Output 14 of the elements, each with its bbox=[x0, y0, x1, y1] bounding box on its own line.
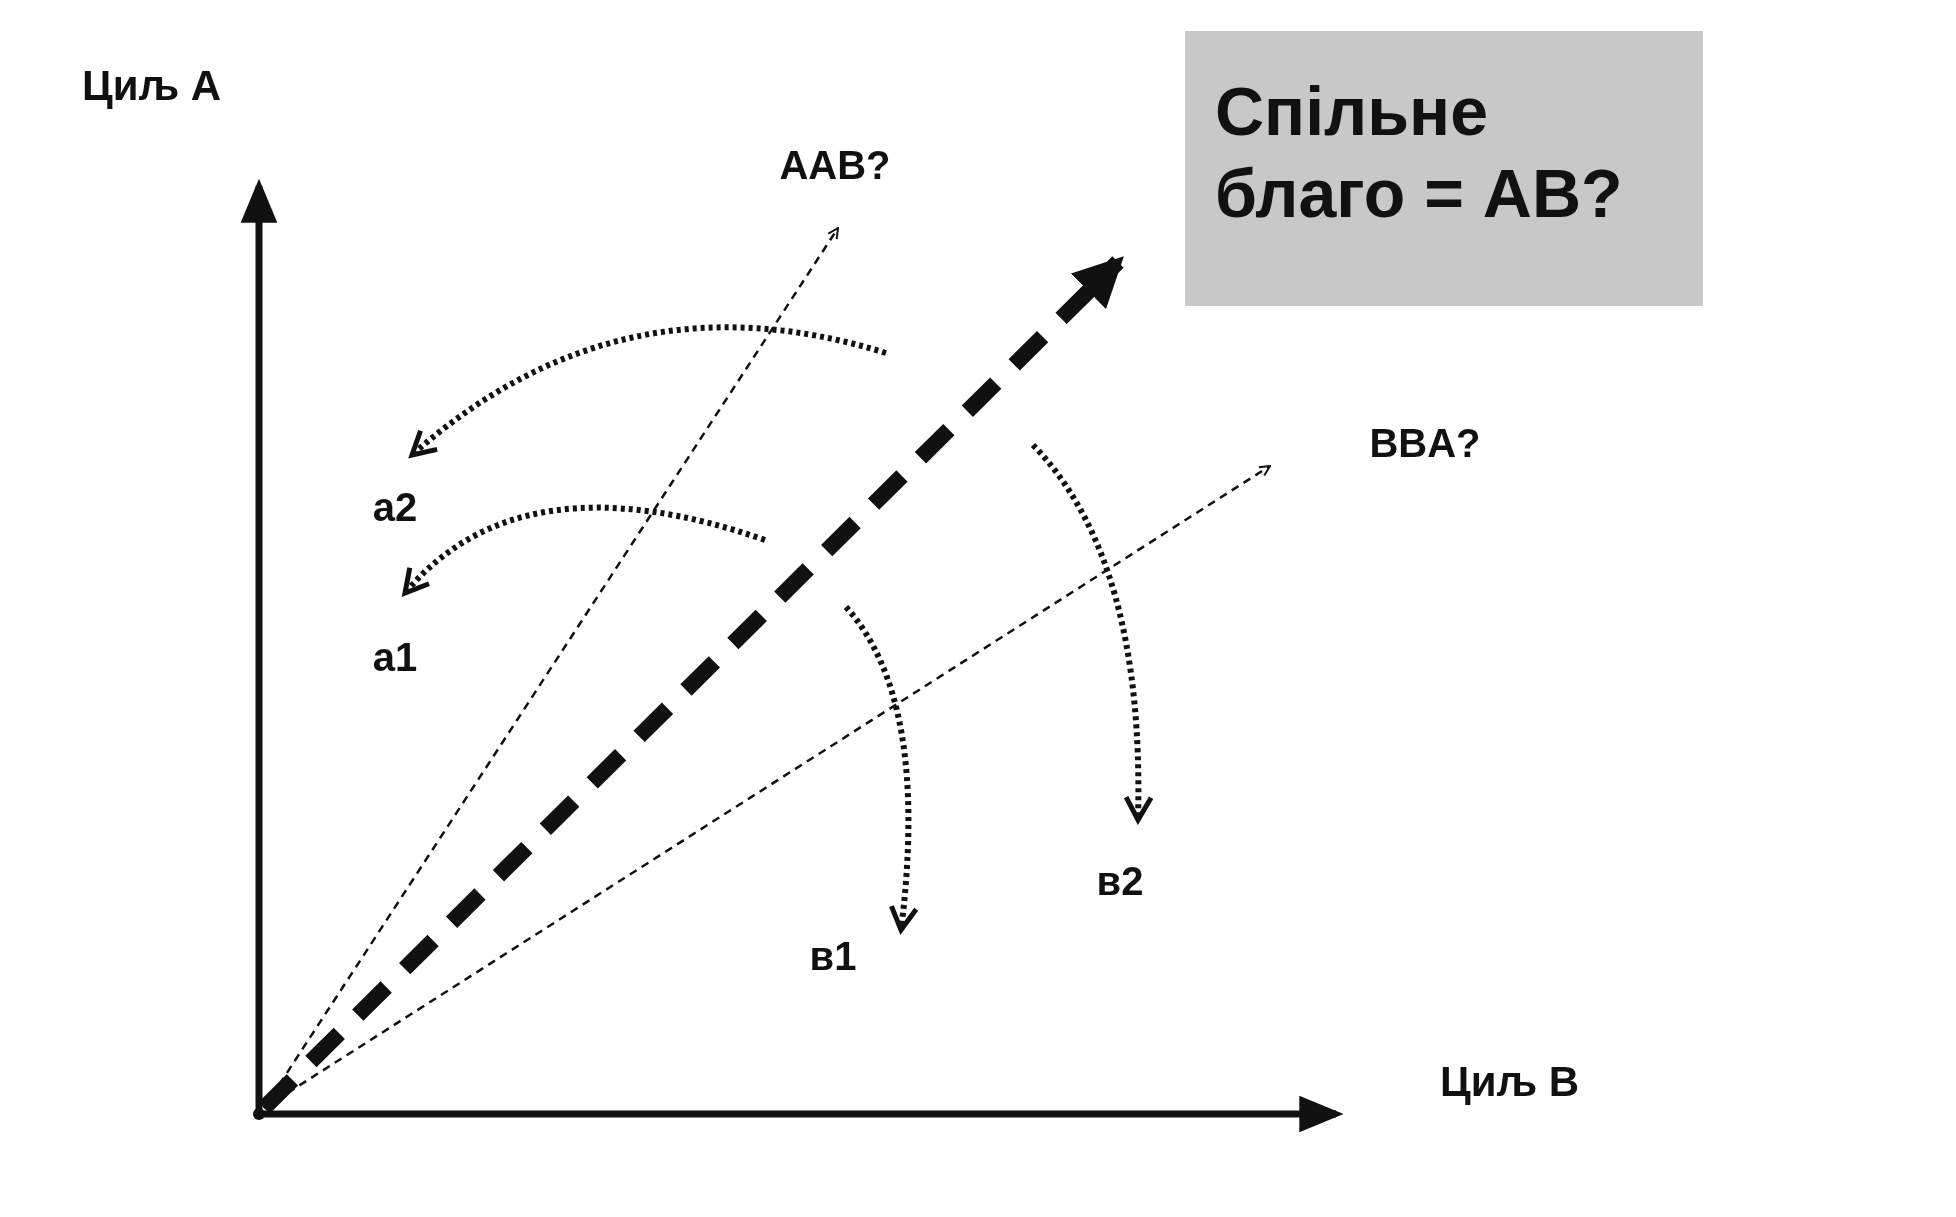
axis-label: в1 bbox=[798, 931, 868, 981]
curved-arrow bbox=[843, 605, 919, 933]
axis-title: Циљ A bbox=[82, 62, 222, 110]
axis-title: Циљ B bbox=[1440, 1058, 1580, 1106]
axis-label: в2 bbox=[1085, 856, 1155, 906]
text-box: Спільне благо = AB? bbox=[1185, 31, 1703, 306]
curved-arrow bbox=[409, 324, 887, 458]
axis-label: a2 bbox=[360, 482, 430, 532]
axis-label: AAB? bbox=[765, 140, 905, 190]
axis-label: BBA? bbox=[1350, 418, 1500, 468]
origin-point bbox=[253, 1108, 265, 1120]
axis-label: a1 bbox=[360, 632, 430, 682]
curved-arrow bbox=[1030, 443, 1154, 823]
curved-arrow bbox=[402, 504, 766, 596]
